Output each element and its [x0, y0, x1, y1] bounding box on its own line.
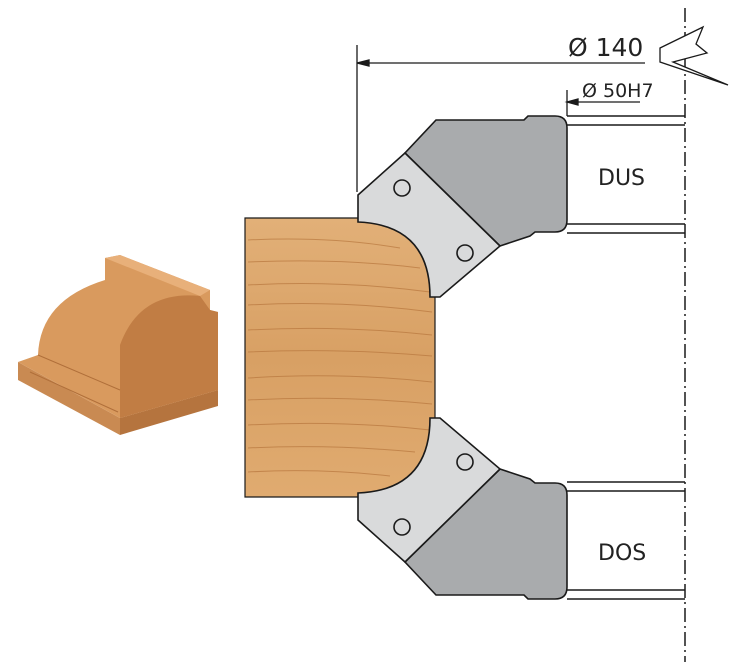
dimension-bore [564, 90, 640, 116]
lower-tool-label: DOS [598, 541, 646, 566]
bore-diameter-label: Ø 50H7 [582, 80, 654, 102]
rotation-direction-icon [659, 25, 729, 86]
molding-profile-image [18, 255, 218, 435]
outer-diameter-label: Ø 140 [568, 33, 643, 62]
wood-workpiece [244, 217, 436, 498]
upper-tool-label: DUS [598, 166, 645, 191]
dimension-outer [356, 45, 645, 192]
